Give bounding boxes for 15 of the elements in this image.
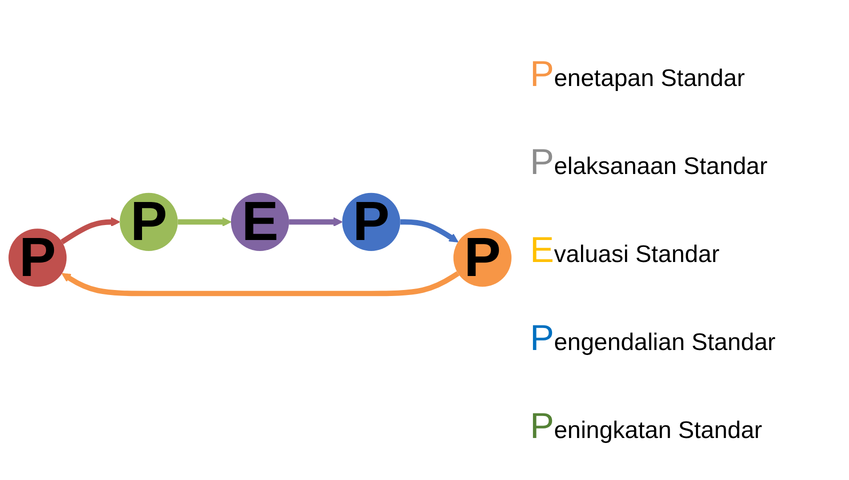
stage-name: Peningkatan Standar <box>530 405 762 447</box>
stage-name: Penetapan Standar <box>530 53 745 95</box>
node-circle: E <box>230 193 290 252</box>
arrow <box>178 217 232 227</box>
stage-name: Pengendalian Standar <box>530 317 776 359</box>
node-circle: P <box>453 228 512 287</box>
arrow <box>60 217 120 244</box>
node-circle: P <box>120 193 178 252</box>
arrow <box>400 219 458 243</box>
arrow <box>289 217 343 227</box>
stage-name: Pelaksanaan Standar <box>530 141 768 183</box>
node-circle: P <box>342 193 400 252</box>
node-circle: P <box>8 228 67 287</box>
arrow <box>62 271 460 296</box>
stage-name: Evaluasi Standar <box>530 229 720 271</box>
